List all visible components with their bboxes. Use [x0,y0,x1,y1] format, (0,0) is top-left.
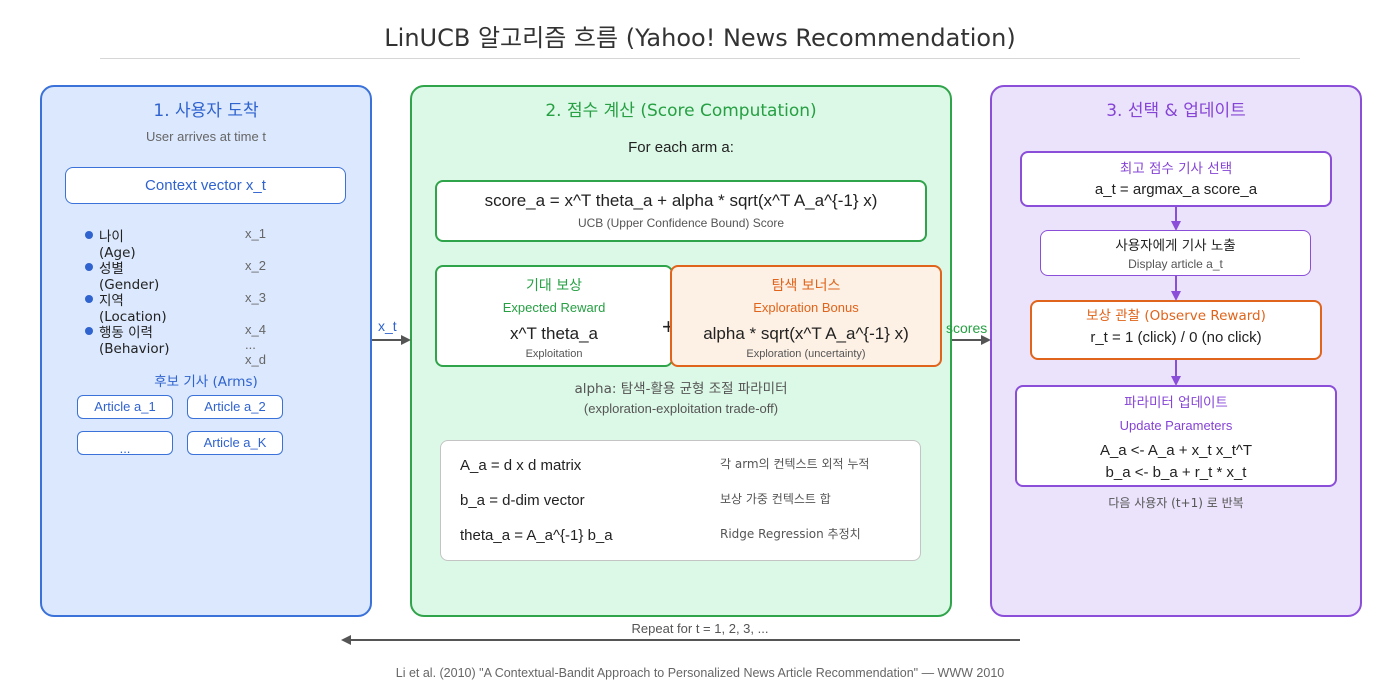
feature-gender-var: x_2 [245,258,266,273]
feature-bullet [85,231,93,239]
for-each-arm-label: For each arm a: [628,139,734,156]
citation: Li et al. (2010) "A Contextual-Bandit Ap… [395,666,1005,680]
feature-location-var: x_3 [245,290,266,305]
arm-ellipsis: ... [77,431,173,456]
arm-article-k: Article a_K [187,431,283,455]
observe-reward-box [1030,300,1322,360]
ucb-score-formula: score_a = x^T theta_a + alpha * sqrt(x^T… [484,191,878,210]
select-article-formula: a_t = argmax_a score_a [1094,181,1258,198]
feature-bullet [85,295,93,303]
diagram-title: LinUCB 알고리즘 흐름 (Yahoo! News Recommendati… [384,24,1016,52]
alpha-note-ko: alpha: 탐색-활용 균형 조절 파라미터 [574,381,788,397]
arm-article-1: Article a_1 [77,395,173,419]
display-article-title: 사용자에게 기사 노출 [1115,238,1236,254]
ucb-score-caption: UCB (Upper Confidence Bound) Score [577,216,785,230]
parameter-definitions-box [440,440,921,561]
title-divider [100,58,1300,59]
arrow-label-xt: x_t [378,318,397,334]
panel1-subtitle: User arrives at time t [146,129,266,144]
repeat-note: 다음 사용자 (t+1) 로 반복 [1108,496,1244,510]
exploitation-formula: x^T theta_a [510,324,598,343]
arms-heading: 후보 기사 (Arms) [154,374,258,390]
exploitation-caption: Exploitation [525,348,583,360]
def-b-vector-desc: 보상 가중 컨텍스트 합 [720,492,831,506]
feature-bullet [85,327,93,335]
feature-behavior: 행동 이력 (Behavior) [99,325,170,357]
feature-gender: 성별 (Gender) [99,261,160,293]
exploration-box [670,265,942,367]
def-a-matrix: A_a = d x d matrix [460,457,582,474]
ucb-score-box [435,180,927,242]
exploration-title-en: Exploration Bonus [753,300,859,315]
def-theta-desc: Ridge Regression 추정치 [720,527,861,541]
update-a-formula: A_a <- A_a + x_t x_t^T [1099,442,1253,459]
feature-bullet [85,263,93,271]
panel1-heading: 1. 사용자 도착 [153,101,259,121]
feature-age-var: x_1 [245,226,266,241]
exploitation-title-ko: 기대 보상 [526,278,582,294]
exploitation-title-en: Expected Reward [502,300,606,315]
exploration-title-ko: 탐색 보너스 [771,278,841,294]
update-parameters-box [1015,385,1337,487]
arm-article-2: Article a_2 [187,395,283,419]
feature-age: 나이 (Age) [99,229,136,261]
def-theta: theta_a = A_a^{-1} b_a [460,527,613,544]
feature-behavior-var: x_4 ... x_d [245,322,266,367]
exploration-caption: Exploration (uncertainty) [746,348,866,360]
observe-reward-formula: r_t = 1 (click) / 0 (no click) [1090,329,1262,346]
def-b-vector: b_a = d-dim vector [460,492,585,509]
observe-reward-title: 보상 관찰 (Observe Reward) [1086,308,1266,324]
panel3-heading: 3. 선택 & 업데이트 [1106,101,1246,121]
arrow-label-scores: scores [946,320,988,336]
display-article-box [1040,230,1311,276]
exploration-formula: alpha * sqrt(x^T A_a^{-1} x) [703,324,909,343]
feature-location: 지역 (Location) [99,293,167,325]
update-title-ko: 파라미터 업데이트 [1124,395,1228,411]
select-article-box [1020,151,1332,207]
context-vector-box: Context vector x_t [65,167,346,204]
display-article-caption: Display article a_t [1128,257,1223,271]
update-b-formula: b_a <- b_a + r_t * x_t [1105,464,1247,481]
alpha-note-en: (exploration-exploitation trade-off) [583,401,779,416]
loop-label: Repeat for t = 1, 2, 3, ... [631,621,769,636]
select-article-title: 최고 점수 기사 선택 [1119,161,1233,177]
panel2-heading: 2. 점수 계산 (Score Computation) [545,101,817,121]
update-title-en: Update Parameters [1119,418,1233,433]
def-a-matrix-desc: 각 arm의 컨텍스트 외적 누적 [720,457,870,471]
